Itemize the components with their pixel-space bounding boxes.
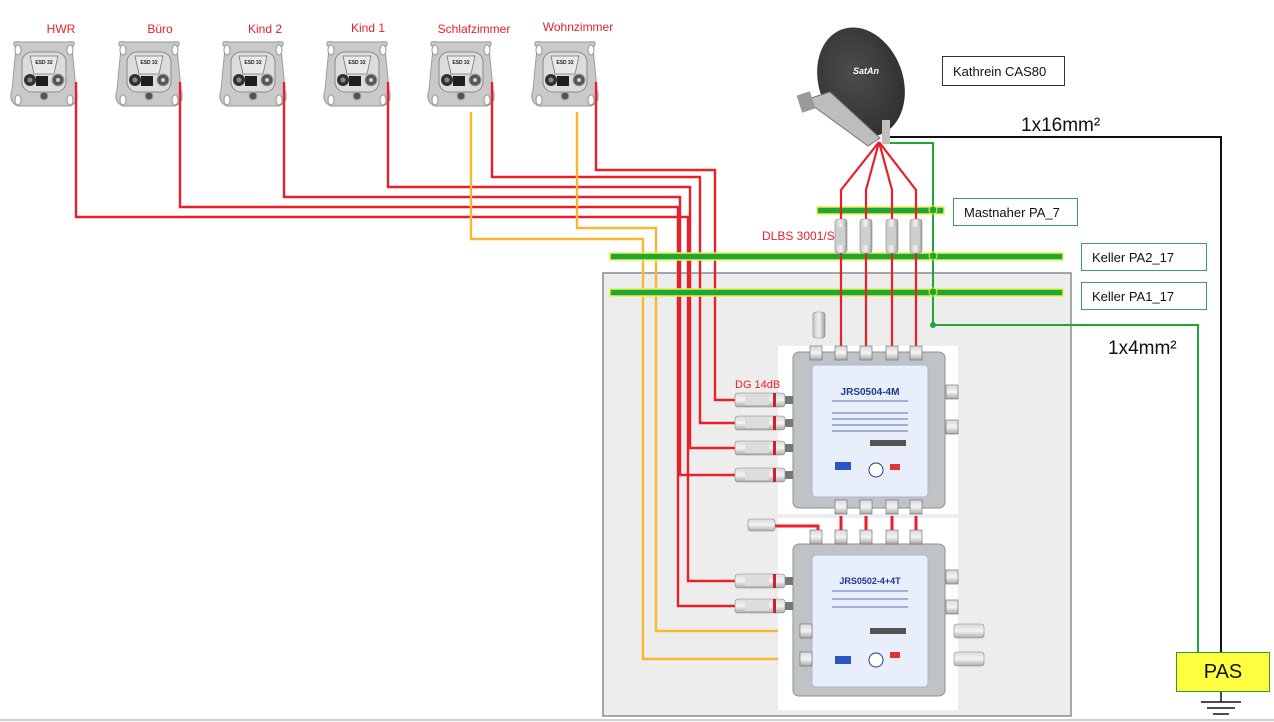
wall-socket-kind2 xyxy=(219,41,287,107)
legacy-cable-schlafzimmer xyxy=(469,112,800,661)
ground-bar-mast xyxy=(816,206,945,215)
cable-kind2 xyxy=(282,82,735,477)
room-label-kind1: Kind 1 xyxy=(350,21,386,35)
room-label-buero: Büro xyxy=(147,22,173,36)
antenna-label: Kathrein CAS80 xyxy=(942,56,1065,86)
pa2-label: Keller PA2_17 xyxy=(1081,243,1207,271)
wall-socket-hwr xyxy=(10,41,78,107)
room-label-wohnzimmer: Wohnzimmer xyxy=(542,20,614,34)
lnb-protector-label: DLBS 3001/S xyxy=(762,229,835,243)
wall-socket-schlafzimmer xyxy=(427,41,495,107)
attenuator-label: DG 14dB xyxy=(735,379,781,391)
dish-brand-logo: SatAn xyxy=(853,66,880,76)
room-label-kind2: Kind 2 xyxy=(247,22,283,36)
multiswitch-top: JRS0504-4M xyxy=(778,345,959,515)
ground-bar-pa1 xyxy=(609,288,1064,297)
mast-ground-label: Mastnaher PA_7 xyxy=(953,198,1078,226)
bottom-divider xyxy=(0,719,1274,721)
multiswitch-bottom-model: JRS0502-4+4T xyxy=(839,576,901,586)
ground-bar-pa2 xyxy=(609,252,1064,261)
lnb-protectors xyxy=(834,218,923,254)
room-label-schlafzimmer: Schlafzimmer xyxy=(437,22,511,36)
pa1-label: Keller PA1_17 xyxy=(1081,282,1207,310)
lnb-cables xyxy=(839,141,918,350)
cable-schlafzimmer xyxy=(490,82,735,425)
terminators xyxy=(747,311,985,667)
pas-box: PAS xyxy=(1176,652,1270,692)
multiswitch-bottom: JRS0502-4+4T xyxy=(775,516,959,710)
cable-buero xyxy=(178,82,735,608)
cable-hwr xyxy=(74,82,735,583)
ground-wire-black xyxy=(888,136,1222,652)
legacy-cable-wohnzimmer xyxy=(575,112,800,633)
wall-socket-buero xyxy=(115,41,183,107)
cable-kind1 xyxy=(386,82,735,450)
cable-wohnzimmer xyxy=(594,82,735,402)
multiswitch-top-model: JRS0504-4M xyxy=(841,387,900,398)
cable-label-16mm: 1x16mm² xyxy=(1021,115,1101,136)
satellite-dish: SatAn xyxy=(796,27,905,147)
wall-socket-kind1 xyxy=(323,41,391,107)
earth-ground-icon xyxy=(1201,690,1241,715)
cable-label-4mm: 1x4mm² xyxy=(1108,338,1177,359)
sat-cables xyxy=(74,82,735,608)
wall-socket-wohnzimmer xyxy=(531,41,599,107)
legacy-cables xyxy=(469,112,800,661)
room-label-hwr: HWR xyxy=(46,22,76,36)
